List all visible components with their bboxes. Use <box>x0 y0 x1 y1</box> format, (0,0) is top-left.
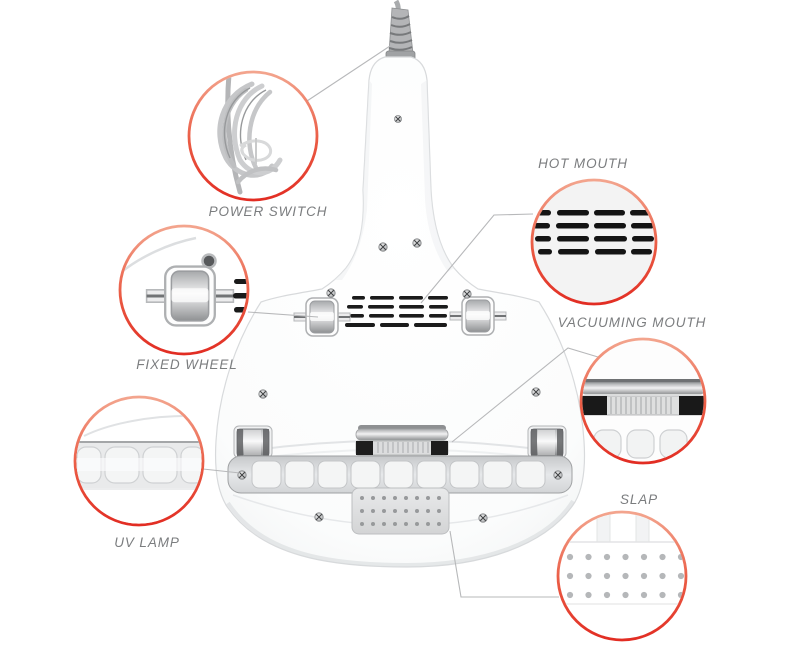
vent-grid <box>345 296 448 327</box>
rear-wheel-right <box>527 425 567 459</box>
slap-pad <box>351 487 450 535</box>
coiled-cord-illustration <box>217 73 283 195</box>
callout-power-switch <box>187 70 319 202</box>
slap-label: SLAP <box>619 492 659 507</box>
connector-uv-lamp <box>202 468 241 474</box>
device-body-shell <box>214 56 586 568</box>
uv-lamp-bar <box>227 455 573 494</box>
connector-fixed-wheel <box>247 311 319 318</box>
slap-illustration <box>560 513 685 605</box>
connector-hot-mouth <box>420 213 534 304</box>
connector-lines <box>202 45 599 598</box>
body-crease-upper <box>239 439 561 453</box>
callout-uv-lamp <box>73 395 205 527</box>
callout-hot-mouth <box>530 178 658 306</box>
callout-fixed-wheel <box>118 224 250 356</box>
uv-lamp-label: UV LAMP <box>114 535 180 550</box>
vacuuming-mouth-label: VACUUMING MOUTH <box>557 315 707 330</box>
fixed-wheel-illustration <box>123 236 247 328</box>
vacuum-device <box>214 0 586 568</box>
connector-slap <box>449 530 559 598</box>
cord-boot <box>385 7 416 62</box>
bottom-skirt-shade <box>226 499 575 568</box>
callout-slap <box>556 510 688 642</box>
connector-power-switch <box>306 45 391 102</box>
handle-shade-right <box>421 80 454 272</box>
vacuuming-mouth-assembly <box>355 425 449 456</box>
handle-shade <box>334 80 372 280</box>
fixed-wheel-label: FIXED WHEEL <box>136 357 238 372</box>
rear-wheel-left <box>233 425 273 459</box>
hot-mouth-label: HOT MOUTH <box>538 156 628 171</box>
vacuuming-mouth-illustration <box>582 379 704 459</box>
connector-vacuuming-mouth <box>451 347 599 443</box>
power-switch-label: POWER SWITCH <box>208 204 328 219</box>
callout-vacuuming-mouth <box>579 337 707 465</box>
